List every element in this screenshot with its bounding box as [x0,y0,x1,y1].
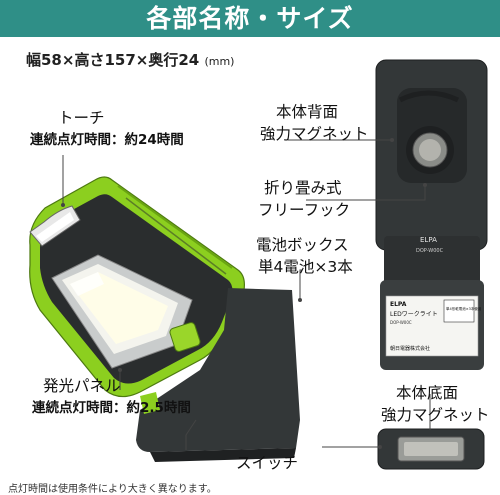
torch-label: トーチ [58,109,105,127]
battery-box-line1: 電池ボックス [256,236,349,254]
back-brand-text: ELPA [420,236,437,244]
dimensions-unit: (mm) [204,55,235,68]
switch-label: スイッチ [236,454,299,472]
battery-box-line2: 単4電池×3本 [258,258,353,276]
page-title: 各部名称・サイズ [0,0,500,37]
sticker-name-text: LEDワークライト [390,311,438,318]
hook-line2: フリーフック [258,201,351,219]
bottom-view-light [377,428,485,470]
back-magnet-line1: 本体背面 [276,103,339,121]
sticker-brand-text: ELPA [390,301,407,308]
back-model-text: DOP-W00C [416,248,444,254]
sticker-maker-text: 朝日電器株式会社 [390,345,430,352]
back-view-light [375,59,488,370]
panel-detail: 連続点灯時間：約2.5時間 [32,400,191,416]
panel-label: 発光パネル [43,377,121,395]
footnote: 点灯時間は使用条件により大きく異なります。 [8,484,217,495]
sticker-battery-text: 単4形乾電池×3本使用 [446,306,482,311]
stand [136,288,300,462]
torch-detail: 連続点灯時間：約24時間 [30,132,184,148]
leader-lines [62,139,431,450]
bottom-magnet-line1: 本体底面 [396,384,459,402]
dimensions: 幅58×高さ157×奥行24 (mm) [26,49,234,70]
dimensions-text: 幅58×高さ157×奥行24 [26,51,200,69]
bottom-magnet-line2: 強力マグネット [381,406,490,424]
back-magnet-line2: 強力マグネット [260,125,369,143]
sticker-model-text: DOP-W00C [390,320,412,325]
hook-line1: 折り畳み式 [264,179,342,197]
leader-dots [61,138,427,449]
